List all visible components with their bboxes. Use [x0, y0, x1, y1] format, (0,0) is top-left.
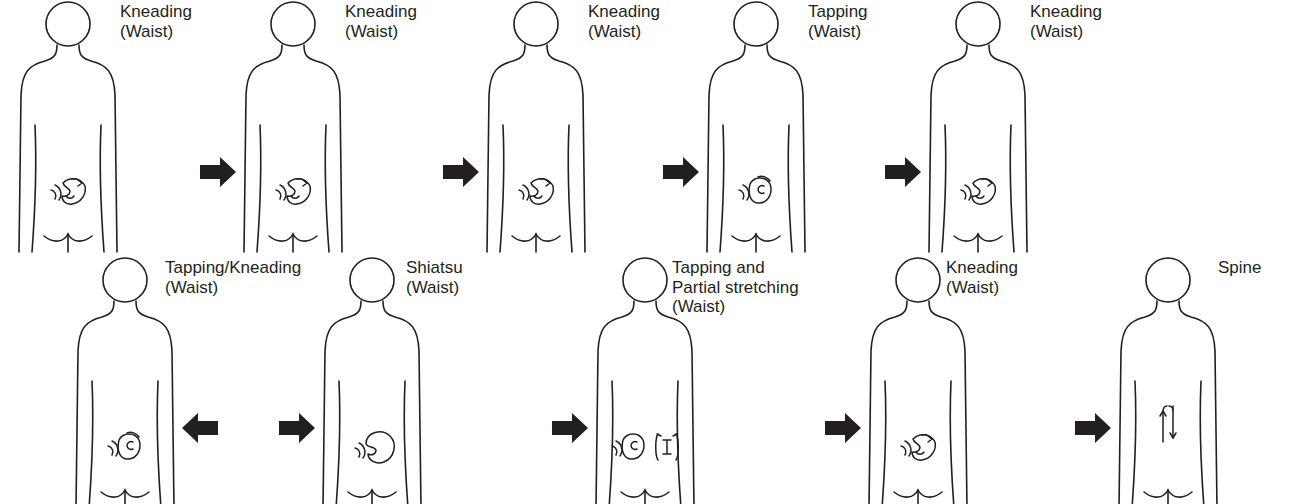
massage-icon	[276, 179, 310, 204]
body-figure: Tapping and Partial stretching (Waist)	[595, 256, 814, 504]
body-figure: Spine	[1118, 256, 1278, 504]
massage-icon	[612, 434, 678, 460]
step-label: Kneading (Waist)	[345, 2, 425, 41]
step-label: Tapping/Kneading (Waist)	[165, 258, 307, 297]
massage-icon	[51, 179, 85, 204]
massage-icon	[901, 435, 935, 460]
step-label: Kneading (Waist)	[120, 2, 200, 41]
massage-icon	[108, 432, 140, 459]
body-figure: Kneading (Waist)	[243, 0, 425, 252]
flow-arrow	[1075, 413, 1111, 443]
step-label: Spine	[1218, 258, 1278, 278]
flow-arrow	[182, 413, 218, 443]
body-figure: Kneading (Waist)	[928, 0, 1110, 252]
flow-arrow	[663, 157, 699, 187]
body-outline	[706, 0, 806, 252]
step-label: Kneading (Waist)	[588, 2, 668, 41]
body-outline	[1118, 256, 1218, 504]
flow-arrow	[552, 413, 588, 443]
body-figure: Kneading (Waist)	[868, 256, 1026, 504]
step-label: Kneading (Waist)	[946, 258, 1026, 297]
massage-icon	[961, 179, 995, 204]
step-label: Kneading (Waist)	[1030, 2, 1110, 41]
body-outline	[486, 0, 586, 252]
flow-arrow	[825, 413, 861, 443]
flow-arrow	[443, 157, 479, 187]
body-outline	[928, 0, 1028, 252]
body-figure: Shiatsu (Waist)	[322, 256, 486, 504]
flow-arrow	[200, 157, 236, 187]
step-label: Tapping and Partial stretching (Waist)	[672, 258, 814, 317]
body-figure: Kneading (Waist)	[18, 0, 200, 252]
massage-icon	[1160, 406, 1176, 442]
massage-icon	[739, 176, 771, 203]
body-outline	[18, 0, 118, 252]
massage-icon	[355, 432, 394, 463]
flow-arrow	[885, 157, 921, 187]
body-figure: Kneading (Waist)	[486, 0, 668, 252]
body-figure: Tapping/Kneading (Waist)	[75, 256, 307, 504]
step-label: Tapping (Waist)	[808, 2, 888, 41]
body-figure: Tapping (Waist)	[706, 0, 888, 252]
flow-arrow	[279, 413, 315, 443]
step-label: Shiatsu (Waist)	[406, 258, 486, 297]
body-outline	[75, 256, 175, 504]
body-outline	[243, 0, 343, 252]
massage-icon	[519, 179, 553, 204]
